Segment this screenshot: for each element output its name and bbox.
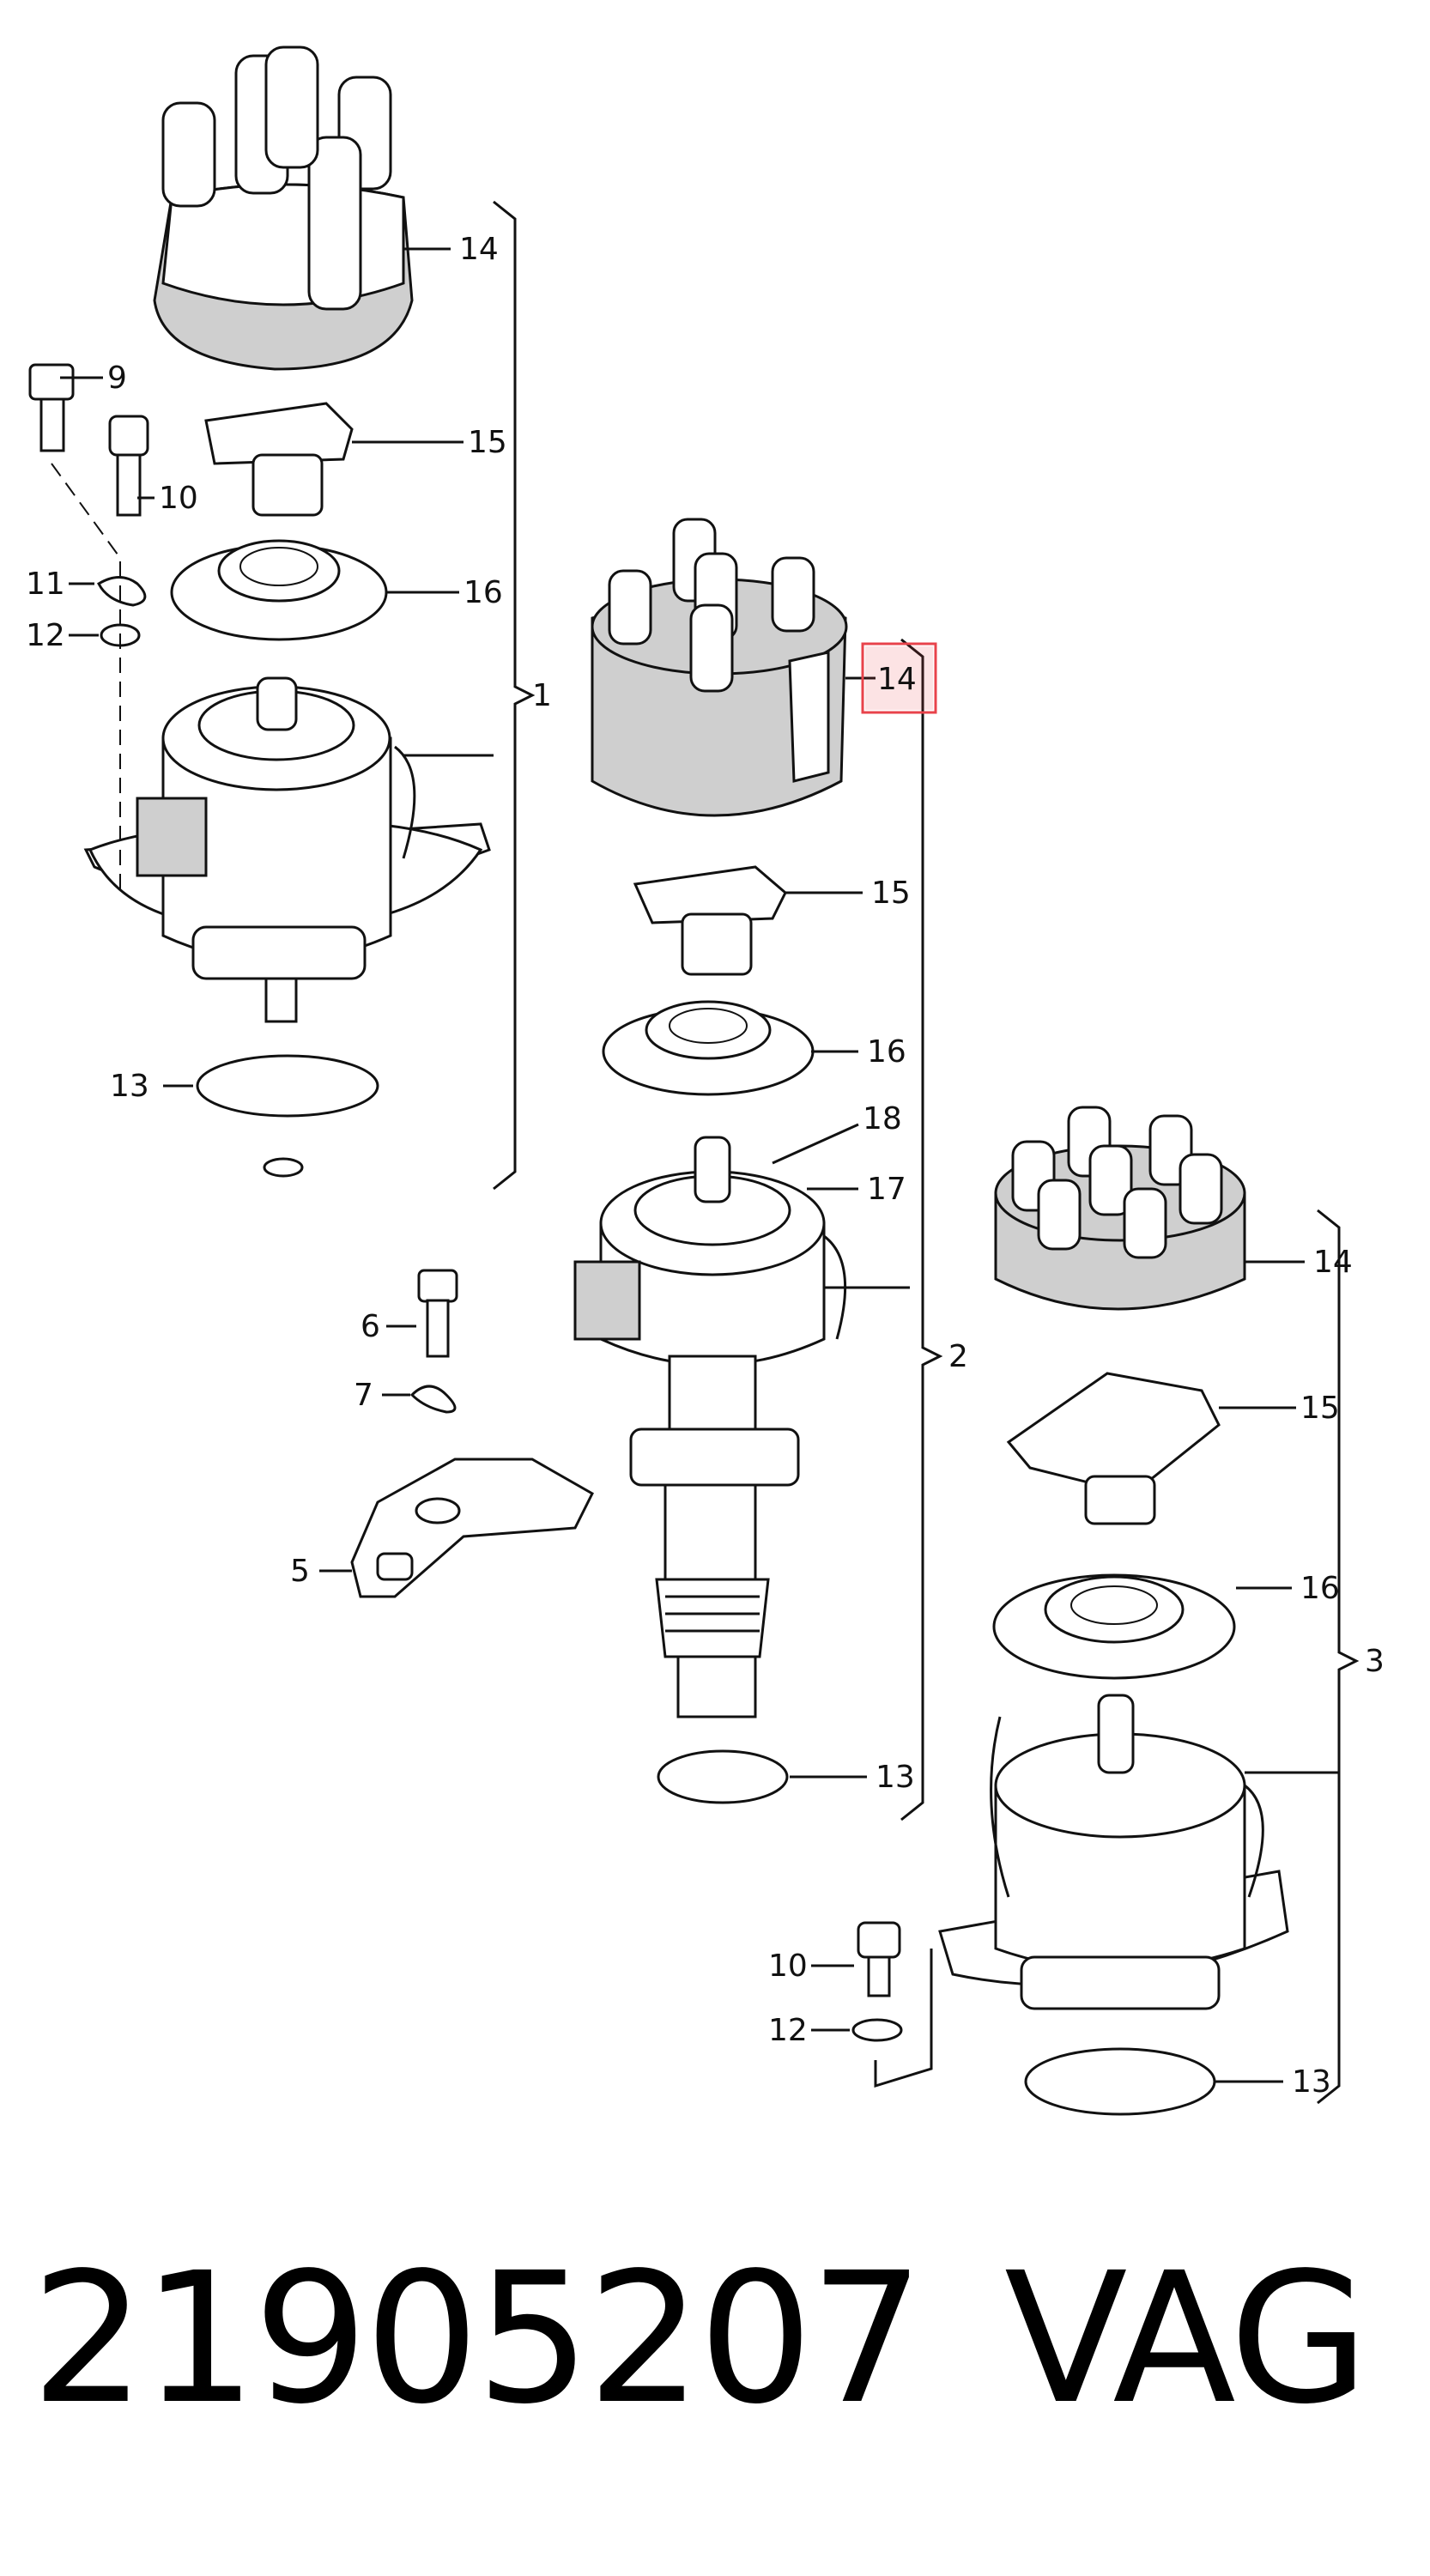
callout-11: 11: [26, 567, 65, 602]
bolt-10-lower: [857, 1921, 901, 1997]
dust-shield-1: [170, 539, 388, 641]
bracket-group-1: [493, 200, 536, 1191]
callout-18: 18: [863, 1101, 902, 1136]
bracket-group-2: [900, 638, 943, 1821]
callout-9: 9: [107, 361, 127, 396]
dust-shield-2: [602, 1000, 815, 1096]
seal-washer-1: [263, 1157, 304, 1178]
assembly-group-1: 14 9 15 10 11 16 12 1 13: [26, 45, 552, 1191]
bolt-9: [28, 363, 75, 452]
rotor-4: [1006, 1372, 1221, 1525]
callout-1: 1: [532, 678, 552, 713]
callout-14: 14: [1313, 1245, 1353, 1280]
dust-shield-4: [992, 1573, 1236, 1680]
callout-15: 15: [871, 876, 911, 911]
callout-6: 6: [361, 1309, 380, 1344]
callout-16: 16: [1300, 1571, 1340, 1606]
brand-name: VAG: [1004, 2234, 1369, 2444]
o-ring-1: [196, 1054, 379, 1118]
washer-7: [409, 1385, 457, 1414]
callout-10: 10: [768, 1949, 808, 1984]
callout-3: 3: [1365, 1644, 1385, 1679]
callout-16: 16: [867, 1034, 906, 1070]
callout-16: 16: [464, 575, 503, 610]
distributor-body-2: [573, 1136, 910, 1718]
callout-14: 14: [459, 232, 499, 267]
washer-12-lower: [851, 2018, 903, 2042]
distributor-cap-1: [153, 45, 414, 371]
highlight-box-14: [861, 642, 937, 714]
callout-13: 13: [110, 1069, 149, 1104]
assembly-group-2: 14 15 16 18 17 2 13: [573, 518, 968, 1821]
distributor-body-1: [83, 676, 491, 1023]
distributor-cap-2: [591, 518, 848, 817]
o-ring-4: [1024, 2047, 1216, 2116]
clamp-washer-11: [97, 576, 147, 607]
assembly-group-4: 14 15 16 3 13 10 12: [768, 1106, 1385, 2116]
callout-17: 17: [867, 1172, 906, 1207]
callout-15: 15: [1300, 1391, 1340, 1426]
callout-12: 12: [26, 618, 65, 653]
callout-7: 7: [354, 1378, 373, 1413]
callout-12: 12: [768, 2013, 808, 2048]
callout-13: 13: [876, 1760, 915, 1795]
bolt-10: [108, 415, 149, 517]
callout-14-highlighted: 14: [877, 662, 917, 697]
assembly-group-3: 6 7 5: [290, 1269, 594, 1598]
callout-10: 10: [159, 481, 198, 516]
distributor-body-4: [938, 1694, 1289, 2010]
callout-2: 2: [948, 1339, 968, 1374]
rotor-2: [633, 865, 787, 976]
hold-down-clamp-5: [350, 1458, 594, 1598]
callout-13: 13: [1292, 2064, 1331, 2100]
distributor-cap-4: [994, 1106, 1246, 1311]
rotor-1: [204, 402, 354, 517]
bracket-group-3: [1317, 1209, 1360, 2105]
callout-5: 5: [290, 1554, 310, 1589]
part-number: 21905207: [31, 2234, 924, 2444]
o-ring-2: [657, 1749, 789, 1804]
bolt-6: [417, 1269, 458, 1358]
callout-15: 15: [468, 425, 507, 460]
